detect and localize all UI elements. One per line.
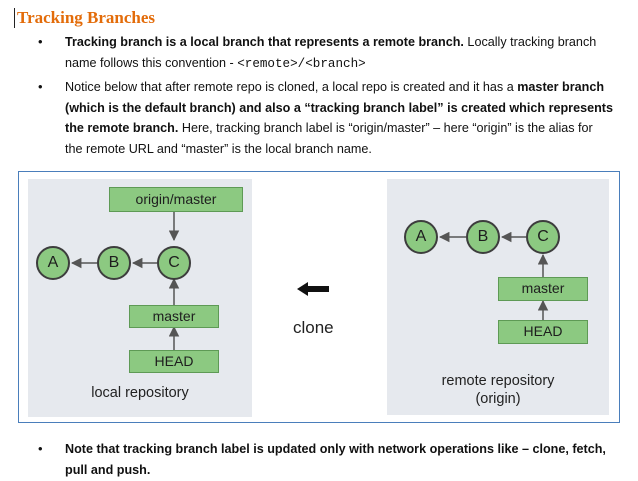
tracking-branch-label-box: origin/master: [109, 187, 243, 212]
local-head-box: HEAD: [129, 350, 219, 373]
bullet-3-bold: Note that tracking branch label is updat…: [65, 442, 606, 477]
naming-convention-code: <remote>/<branch>: [237, 56, 366, 71]
section-heading: Tracking Branches: [14, 8, 155, 28]
diagram-frame: origin/master A B C master HEAD local re…: [18, 171, 620, 423]
bullet-2-bold: master branch (which is the default bran…: [65, 80, 613, 135]
local-arrows: [70, 212, 180, 350]
local-repository-caption: local repository: [91, 385, 189, 401]
bullet-clone-notice: Notice below that after remote repo is c…: [0, 77, 613, 159]
closing-bullets: Note that tracking branch label is updat…: [0, 439, 613, 480]
bullet-1-bold: Tracking branch is a local branch that r…: [65, 35, 464, 49]
local-repository-panel: origin/master A B C master HEAD local re…: [28, 179, 252, 417]
remote-arrows: [438, 231, 549, 320]
bullet-1-text: Locally tracking branch name follows thi…: [65, 35, 597, 70]
remote-repository-caption: remote repository (origin): [387, 372, 609, 408]
local-commit-c-node: C: [157, 246, 191, 280]
intro-bullets: Tracking branch is a local branch that r…: [0, 32, 613, 159]
clone-label: clone: [293, 318, 334, 337]
local-master-branch-box: master: [129, 305, 219, 328]
remote-commit-a-node: A: [404, 220, 438, 254]
remote-repository-panel: A B C master HEAD remote repository (ori…: [387, 179, 609, 415]
local-commit-a-node: A: [36, 246, 70, 280]
bullet-tracking-definition: Tracking branch is a local branch that r…: [0, 32, 613, 74]
bullet-network-operations: Note that tracking branch label is updat…: [0, 439, 613, 480]
local-commit-b-node: B: [97, 246, 131, 280]
remote-commit-c-node: C: [526, 220, 560, 254]
remote-master-branch-box: master: [498, 277, 588, 301]
clone-arrow-icon: [297, 282, 329, 296]
remote-caption-line-2: (origin): [475, 391, 521, 407]
remote-caption-line-1: remote repository: [441, 373, 555, 389]
bullet-2-text-2: Here, tracking branch label is “origin/m…: [65, 121, 593, 156]
remote-commit-b-node: B: [466, 220, 500, 254]
bullet-2-text-1: Notice below that after remote repo is c…: [65, 80, 518, 94]
remote-head-box: HEAD: [498, 320, 588, 344]
